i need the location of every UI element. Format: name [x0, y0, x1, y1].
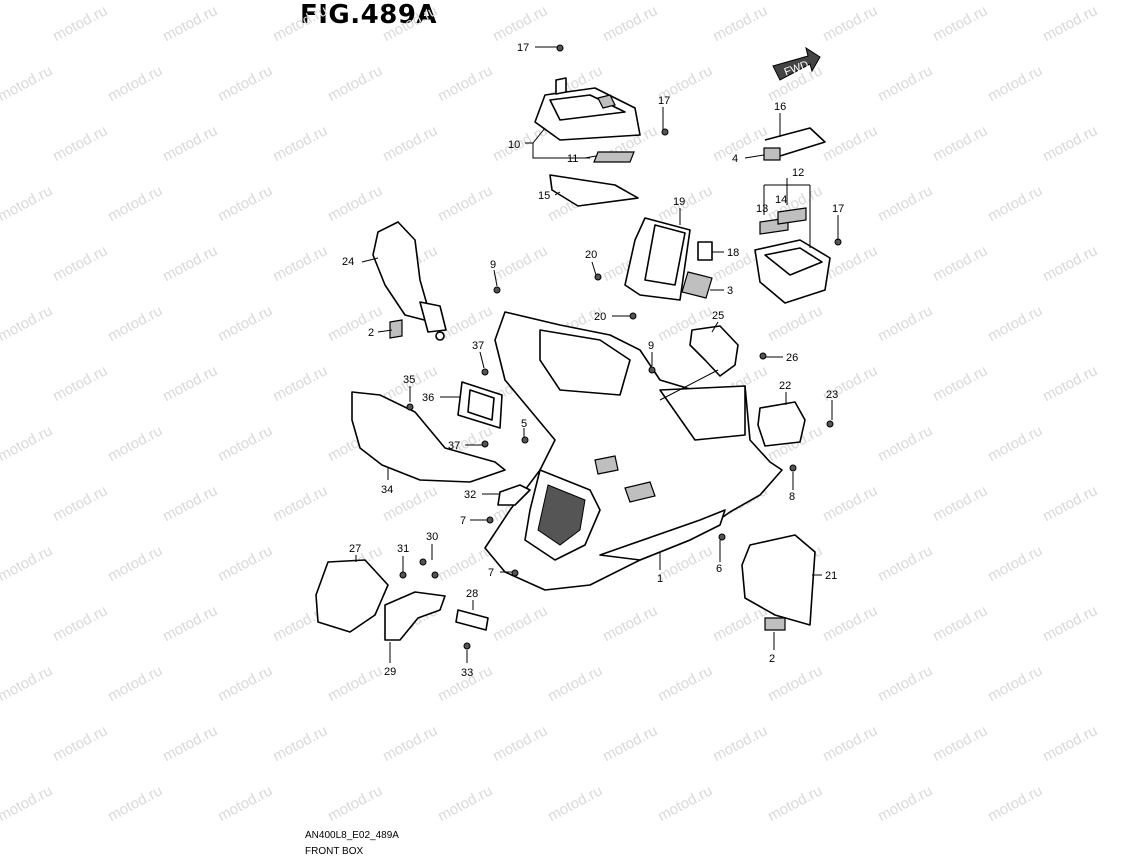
callout-8: 8 — [789, 491, 795, 503]
callout-33: 33 — [461, 667, 473, 679]
part-19-bracket — [624, 217, 713, 301]
part-29-bracket — [384, 591, 446, 641]
callout-13: 13 — [756, 203, 768, 215]
part-24-cover — [372, 221, 447, 341]
callout-15: 15 — [538, 190, 550, 202]
callout-2: 2 — [368, 327, 374, 339]
part-10-tray — [534, 77, 641, 141]
callout-37: 37 — [472, 340, 484, 352]
fasteners — [399, 44, 842, 650]
footer-code: AN400L8_E02_489A — [305, 830, 399, 841]
part-27-lid — [315, 559, 389, 633]
callout-1: 1 — [657, 573, 663, 585]
part-25-cover — [689, 325, 739, 377]
callout-20: 20 — [594, 311, 606, 323]
callout-11: 11 — [567, 153, 578, 165]
callout-12: 12 — [792, 167, 804, 179]
callout-16: 16 — [774, 101, 786, 113]
callout-14: 14 — [775, 194, 787, 206]
part-11-pad — [593, 151, 635, 163]
leader-lines — [355, 46, 839, 663]
callout-29: 29 — [384, 666, 396, 678]
callout-9: 9 — [490, 259, 496, 271]
callout-10: 10 — [508, 139, 520, 151]
callout-7: 7 — [488, 567, 494, 579]
part-34-panel — [351, 391, 506, 483]
callout-17: 17 — [832, 203, 844, 215]
callout-31: 31 — [397, 543, 409, 555]
callout-17: 17 — [517, 42, 529, 54]
part-2-pad-right — [764, 617, 786, 631]
callout-18: 18 — [727, 247, 739, 259]
part-1-main-body — [484, 311, 783, 591]
callout-21: 21 — [825, 570, 837, 582]
callout-5: 5 — [521, 418, 527, 430]
callout-3: 3 — [727, 285, 733, 297]
callout-6: 6 — [716, 563, 722, 575]
fwd-arrow-icon: FWD — [772, 46, 821, 81]
callout-32: 32 — [464, 489, 476, 501]
callout-28: 28 — [466, 588, 478, 600]
callout-37: 37 — [448, 440, 460, 452]
callout-24: 24 — [342, 256, 354, 268]
callout-20: 20 — [585, 249, 597, 261]
callout-27: 27 — [349, 543, 361, 555]
callout-35: 35 — [403, 374, 415, 386]
part-15-gasket — [549, 174, 639, 207]
callout-7: 7 — [460, 515, 466, 527]
callout-34: 34 — [381, 484, 393, 496]
part-36-frame — [457, 381, 503, 429]
callout-19: 19 — [673, 196, 685, 208]
footer-name: FRONT BOX — [305, 846, 364, 857]
callout-4: 4 — [732, 153, 738, 165]
callout-labels: 1 2 2 2 3 4 5 6 7 7 8 9 9 10 11 12 13 14… — [342, 42, 844, 679]
part-21-pocket — [741, 534, 816, 626]
callout-2: 2 — [769, 653, 775, 665]
part-32-bracket — [497, 484, 531, 506]
callout-9: 9 — [648, 340, 654, 352]
callout-17: 17 — [658, 95, 670, 107]
part-22-box — [757, 401, 806, 447]
figure-title: FIG.489A — [300, 0, 438, 30]
callout-26: 26 — [786, 352, 798, 364]
part-28-stay — [455, 609, 489, 631]
callout-36: 36 — [422, 392, 434, 404]
callout-22: 22 — [779, 380, 791, 392]
part-4-block — [763, 147, 781, 161]
part-12-lid-box — [754, 207, 831, 304]
callout-30: 30 — [426, 531, 438, 543]
callout-23: 23 — [826, 389, 838, 401]
callout-25: 25 — [712, 310, 724, 322]
